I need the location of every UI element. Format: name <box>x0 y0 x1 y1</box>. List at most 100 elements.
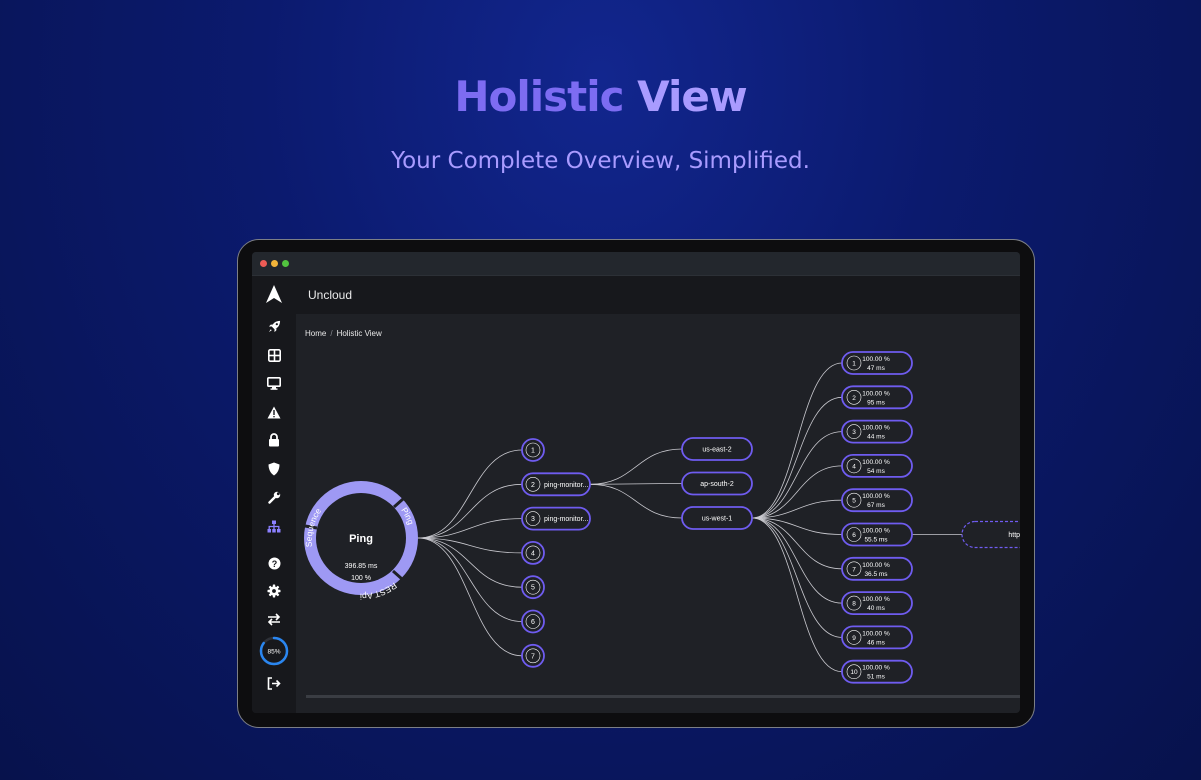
breadcrumb: Home/Holistic View <box>305 329 382 338</box>
region-label: ap-south-2 <box>700 481 734 488</box>
gear-icon[interactable] <box>260 579 288 603</box>
tree-link <box>751 431 843 519</box>
result-node[interactable]: 9 100.00 % 46 ms <box>841 625 913 650</box>
step-label: ping-monitor... <box>544 482 588 489</box>
region-node[interactable]: us-west-1 <box>681 506 753 530</box>
tree-link <box>751 517 843 673</box>
result-percent: 100.00 % <box>862 459 890 466</box>
step-label: ping-monitor... <box>544 516 588 523</box>
result-time: 44 ms <box>867 434 885 441</box>
result-number: 9 <box>852 635 856 642</box>
step-node[interactable]: 4 <box>521 540 545 565</box>
region-node[interactable]: us-east-2 <box>681 437 753 461</box>
result-time: 95 ms <box>867 399 885 406</box>
result-number: 8 <box>852 601 856 608</box>
warning-icon[interactable] <box>260 400 288 424</box>
step-node[interactable]: 1 <box>521 438 545 462</box>
shield-icon[interactable] <box>260 457 288 481</box>
tree-link <box>589 483 683 519</box>
result-time: 54 ms <box>867 468 885 475</box>
breadcrumb-home[interactable]: Home <box>305 329 327 338</box>
tree-link <box>417 449 523 539</box>
app-name: Uncloud <box>308 288 353 302</box>
result-node[interactable]: 8 100.00 % 40 ms <box>841 591 913 616</box>
result-time: 46 ms <box>867 639 885 646</box>
swap-icon[interactable] <box>260 607 288 631</box>
help-icon[interactable]: ? <box>260 551 288 575</box>
result-percent: 100.00 % <box>862 562 890 569</box>
result-percent: 100.00 % <box>862 390 890 397</box>
close-dot[interactable] <box>260 260 267 267</box>
step-node[interactable]: 7 <box>521 643 545 668</box>
step-number: 2 <box>531 482 535 489</box>
horizontal-scrollbar[interactable] <box>306 695 1020 698</box>
tree-link <box>751 362 843 519</box>
usage-label: 85% <box>267 649 280 656</box>
step-node[interactable]: 6 <box>521 609 545 634</box>
tree-link <box>417 483 523 539</box>
step-node[interactable]: 5 <box>521 575 545 600</box>
headline-word-1: Holistic <box>454 72 624 121</box>
tree-link <box>589 448 683 485</box>
tree-link <box>417 518 523 539</box>
step-node[interactable]: 2 ping-monitor... <box>521 472 591 497</box>
step-number: 6 <box>531 619 535 626</box>
top-bar: Uncloud <box>296 276 1020 314</box>
url-label: https://perfagents.com <box>1008 532 1020 539</box>
result-time: 67 ms <box>867 502 885 509</box>
arrow-logo-icon[interactable] <box>260 282 288 306</box>
breadcrumb-separator: / <box>330 329 333 338</box>
subheadline: Your Complete Overview, Simplified. <box>391 148 810 174</box>
tree-link <box>751 465 843 519</box>
app-window: ? 85% Uncloud Home/Holistic View <box>252 252 1020 713</box>
result-time: 40 ms <box>867 605 885 612</box>
step-number: 7 <box>531 653 535 660</box>
tree-link <box>751 517 843 570</box>
rocket-icon[interactable] <box>260 314 288 338</box>
result-number: 1 <box>852 361 856 368</box>
root-node[interactable]: Sequence Ping REST Api Ping 396.85 ms 10… <box>304 481 418 602</box>
result-percent: 100.00 % <box>862 528 890 535</box>
tree-link <box>417 537 523 622</box>
url-node[interactable]: https://perfagents.com <box>961 520 1020 549</box>
root-time: 396.85 ms <box>345 563 378 570</box>
tree-link <box>417 537 523 554</box>
step-number: 5 <box>531 585 535 592</box>
result-percent: 100.00 % <box>862 425 890 432</box>
wrench-icon[interactable] <box>260 485 288 509</box>
result-number: 4 <box>852 463 856 470</box>
tree-link <box>751 517 843 604</box>
result-node[interactable]: 4 100.00 % 54 ms <box>841 453 913 478</box>
tree-link <box>751 517 843 535</box>
sitemap-icon[interactable] <box>260 514 288 538</box>
tree-link <box>417 537 523 588</box>
maximize-dot[interactable] <box>282 260 289 267</box>
breadcrumb-current: Holistic View <box>336 329 382 338</box>
region-node[interactable]: ap-south-2 <box>681 471 753 496</box>
region-label: us-east-2 <box>702 447 731 454</box>
step-number: 1 <box>531 448 535 455</box>
region-label: us-west-1 <box>702 516 732 523</box>
result-time: 55.5 ms <box>864 537 888 544</box>
root-percent: 100 % <box>351 575 371 582</box>
minimize-dot[interactable] <box>271 260 278 267</box>
monitor-icon[interactable] <box>260 371 288 395</box>
result-number: 2 <box>852 395 856 402</box>
holistic-tree: Sequence Ping REST Api Ping 396.85 ms 10… <box>304 351 1020 684</box>
grid-icon[interactable] <box>260 343 288 367</box>
result-percent: 100.00 % <box>862 493 890 500</box>
result-node[interactable]: 2 100.00 % 95 ms <box>841 385 913 410</box>
result-time: 36.5 ms <box>864 571 888 578</box>
result-percent: 100.00 % <box>862 596 890 603</box>
lock-icon[interactable] <box>260 428 288 452</box>
result-percent: 100.00 % <box>862 630 890 637</box>
logout-icon[interactable] <box>260 671 288 695</box>
result-time: 51 ms <box>867 674 885 681</box>
